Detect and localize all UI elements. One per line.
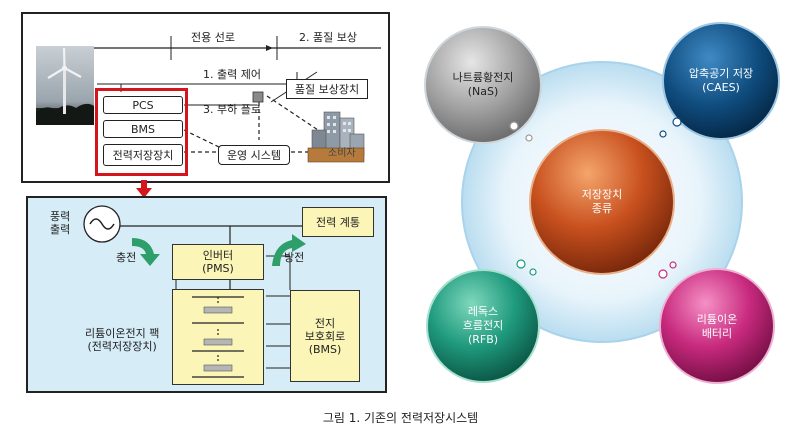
top-diagram-connections (94, 36, 381, 153)
discharge-arrow-icon (272, 234, 306, 266)
step1-label: 1. 출력 제어 (203, 68, 261, 81)
pcs-box: PCS (103, 96, 183, 114)
storage-nas-label: 나트륨황전지 (NaS) (452, 71, 514, 98)
storage-highlight-frame (95, 88, 188, 176)
discharge-label: 방전 (284, 251, 305, 264)
operation-system-box: 운영 시스템 (218, 145, 290, 165)
wind-turbine-icon (36, 47, 94, 125)
header-right-label: 2. 품질 보상 (299, 31, 357, 44)
bottom-diagram-connections (118, 225, 306, 369)
step3-label: 3. 부하 플로 (203, 103, 261, 116)
storage-caes-label: 압축공기 저장 (CAES) (688, 67, 754, 94)
charge-label: 충전 (116, 251, 137, 264)
bms-box: BMS (103, 120, 183, 138)
battery-cells-icon (192, 296, 244, 378)
quality-device-box: 품질 보상장치 (286, 79, 368, 99)
buildings-icon (307, 111, 365, 163)
wind-output-label: 풍력 출력 (50, 210, 71, 236)
storage-center-label: 저장장치 종류 (581, 188, 623, 215)
consumer-label: 소비자 (328, 148, 356, 159)
protection-box: 전지 보호회로 (BMS) (290, 290, 360, 382)
battery-pack-label: 리튬이온전지 팩 (전력저장장치) (85, 327, 160, 353)
wind-turbine-photo (36, 46, 94, 125)
charge-arrow-icon (132, 238, 160, 266)
storage-types-diagram (424, 22, 780, 384)
header-left-label: 전용 선로 (191, 31, 235, 44)
grid-box: 전력 계통 (302, 207, 374, 237)
inverter-box: 인버터 (PMS) (172, 244, 264, 280)
storage-lithium-label: 리튬이온 배터리 (696, 313, 738, 340)
generator-icon (83, 205, 121, 243)
figure-caption: 그림 1. 기존의 전력저장시스템 (322, 411, 479, 425)
storage-rfb-label: 레독스 흐름전지 (RFB) (462, 305, 504, 346)
storage-box: 전력저장장치 (103, 144, 183, 166)
red-down-arrow-icon (136, 180, 152, 198)
